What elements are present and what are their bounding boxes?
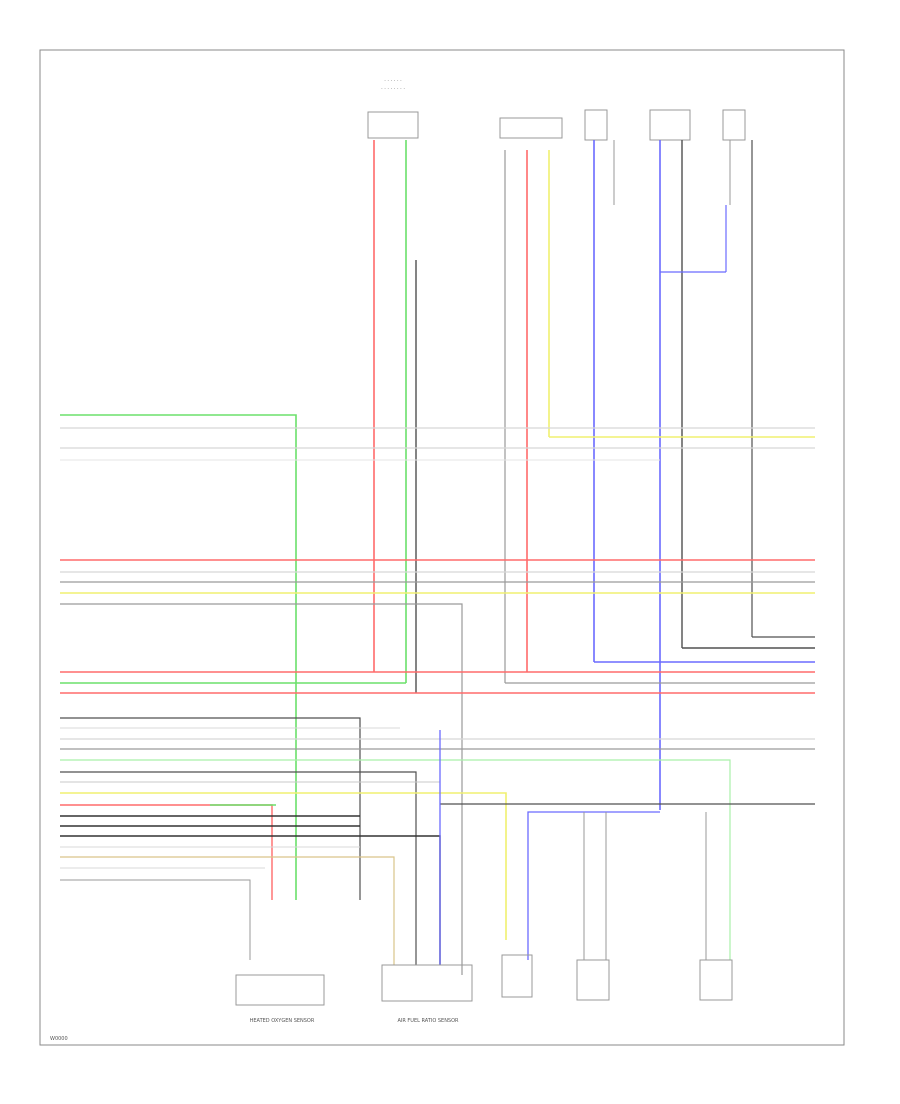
- wire-gray-h28: [60, 879, 251, 960]
- bottom-sensor-mid: [381, 964, 473, 1002]
- wire-red-h21: [60, 804, 273, 900]
- wire-green-h16: [60, 759, 731, 960]
- svg-text:· · · · · · · ·: · · · · · · · ·: [381, 86, 405, 92]
- svg-text:· · · · · ·: · · · · · ·: [384, 78, 402, 84]
- wire-gray-h5: [60, 603, 463, 975]
- wire-dark-h12: [60, 717, 361, 900]
- top-component-cam: [722, 109, 746, 141]
- wire-yellow-h19: [60, 792, 507, 940]
- top-component-knock1: [584, 109, 608, 141]
- top-component-af: [499, 117, 563, 139]
- top-component-throttle: · · · · · · · · · · · · · ·: [367, 78, 419, 139]
- top-component-knock2: [649, 109, 691, 141]
- wire-dark-h17: [60, 771, 417, 965]
- label-sensor-mid: AIR FUEL RATIO SENSOR: [397, 1018, 459, 1024]
- bottom-injector-3: [699, 959, 733, 1001]
- bottom-sensor-left: [235, 974, 325, 1006]
- wire-tan-h26: [60, 856, 395, 965]
- label-sensor-left: HEATED OXYGEN SENSOR: [250, 1018, 315, 1024]
- diagram-frame: [39, 49, 845, 1046]
- bottom-injector-2: [576, 959, 610, 1001]
- footer-code: W0000: [50, 1036, 68, 1042]
- wire-blue-lower2: [527, 811, 660, 960]
- wire-green-upper: [60, 414, 297, 900]
- bottom-injector-1: [501, 954, 533, 998]
